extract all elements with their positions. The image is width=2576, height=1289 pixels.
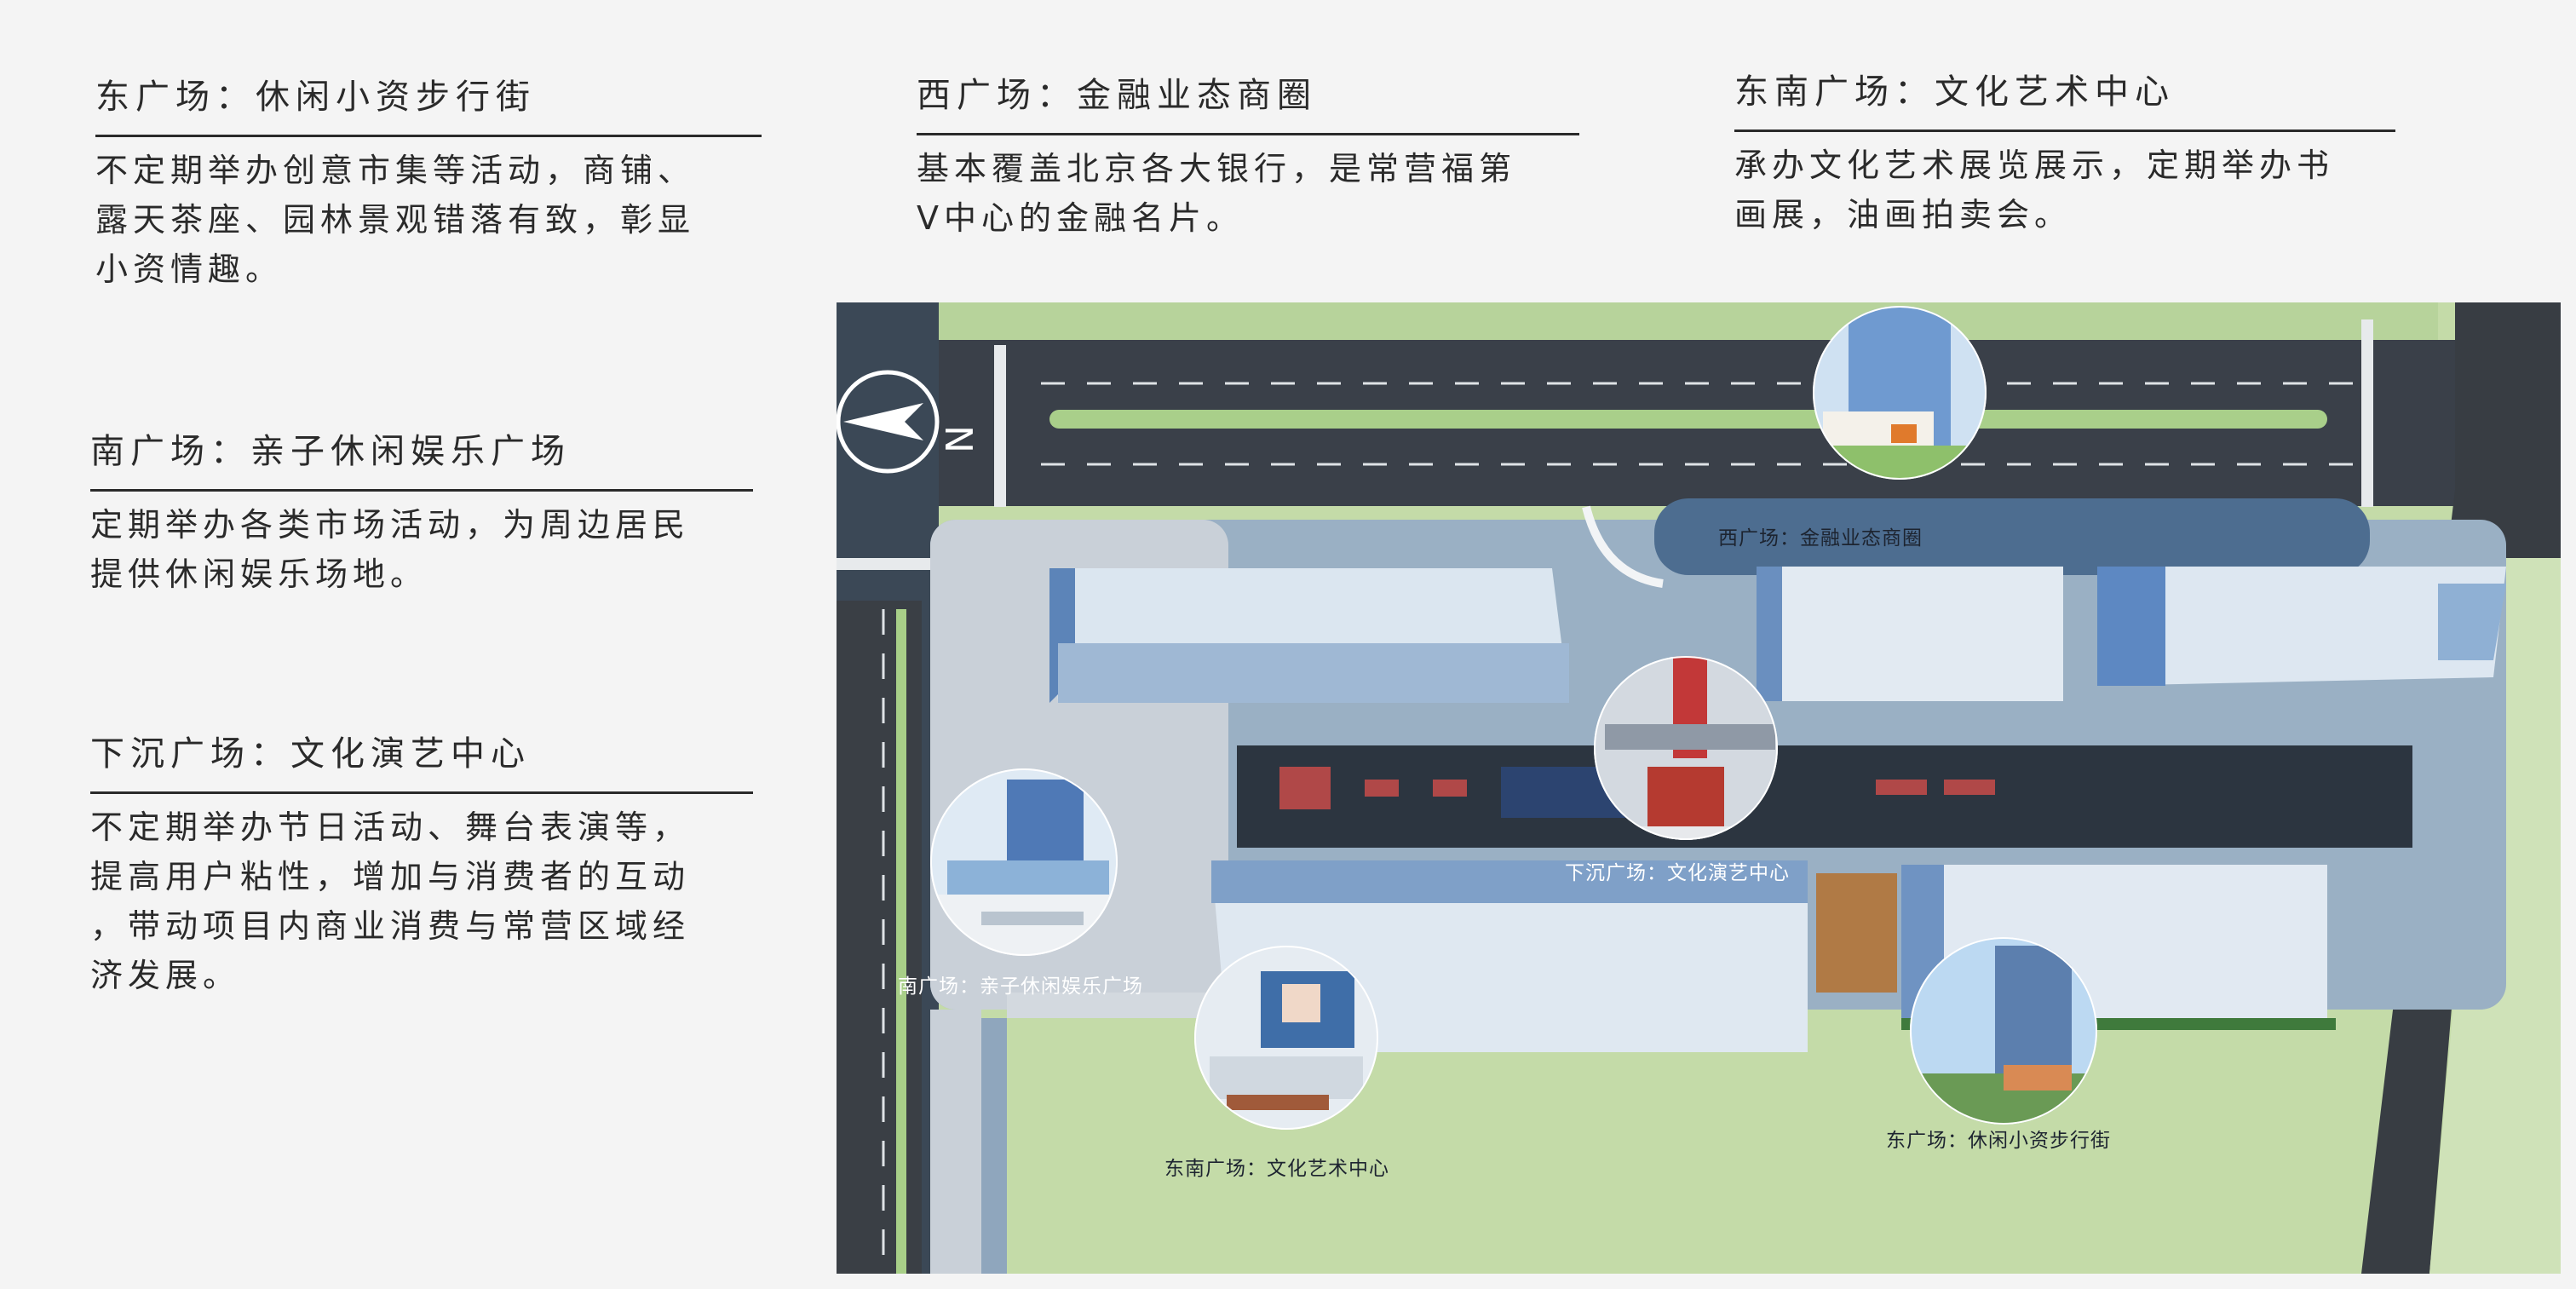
description-line: 小资情趣。 (95, 250, 284, 288)
divider (90, 791, 753, 794)
divider (90, 489, 753, 492)
divider (95, 135, 762, 137)
map-label-west: 西广场：金融业态商圈 (1718, 527, 1923, 550)
west-plaza-title: 西广场：金融业态商圈 (917, 76, 1317, 115)
description-line: ，带动项目内商业消费与常营区域经 (90, 907, 691, 945)
buildings (1049, 567, 2506, 1052)
southeast-plaza-description: 承办文化艺术展览展示，定期举办书 画展，油画拍卖会。 (1734, 141, 2395, 239)
divider (1734, 129, 2395, 132)
south-plaza-block: 南广场：亲子休闲娱乐广场 定期举办各类市场活动，为周边居民 提供休闲娱乐场地。 (90, 426, 753, 599)
map-label-east: 东广场：休闲小资步行街 (1886, 1130, 2111, 1152)
south-plaza-title: 南广场：亲子休闲娱乐广场 (90, 432, 571, 471)
description-line: 基本覆盖北京各大银行，是常营福第 (917, 150, 1517, 187)
description-line: V中心的金融名片。 (917, 199, 1244, 237)
description-line: 画展，油画拍卖会。 (1734, 196, 2073, 233)
east-plaza-title: 东广场：休闲小资步行街 (95, 78, 536, 117)
description-line: 露天茶座、园林景观错落有致，彰显 (95, 201, 696, 239)
east-plaza-photo (1910, 937, 2097, 1125)
description-line: 提供休闲娱乐场地。 (90, 555, 428, 593)
map-label-southeast: 东南广场：文化艺术中心 (1164, 1158, 1389, 1180)
map-label-sunken: 下沉广场：文化演艺中心 (1565, 862, 1790, 884)
south-plaza-description: 定期举办各类市场活动，为周边居民 提供休闲娱乐场地。 (90, 500, 753, 599)
description-line: 承办文化艺术展览展示，定期举办书 (1734, 147, 2335, 184)
site-plan-drawing: N (837, 302, 2561, 1274)
sunken-plaza-title: 下沉广场：文化演艺中心 (90, 734, 531, 774)
description-line: 定期举办各类市场活动，为周边居民 (90, 506, 691, 544)
sunken-plaza-block: 下沉广场：文化演艺中心 不定期举办节日活动、舞台表演等， 提高用户粘性，增加与消… (90, 728, 753, 1000)
grass-strip (939, 302, 2438, 340)
west-plaza-description: 基本覆盖北京各大银行，是常营福第 V中心的金融名片。 (917, 144, 1579, 243)
wood-deck (1816, 873, 1897, 993)
aerial-site-map: N (837, 302, 2561, 1274)
courtyard-seating (1279, 767, 1995, 809)
compass-icon: N (837, 370, 980, 474)
east-plaza-description: 不定期举办创意市集等活动，商铺、 露天茶座、园林景观错落有致，彰显 小资情趣。 (95, 146, 762, 294)
description-line: 济发展。 (90, 957, 241, 994)
compass-north-label: N (936, 425, 980, 453)
divider (917, 133, 1579, 135)
west-plaza-block: 西广场：金融业态商圈 基本覆盖北京各大银行，是常营福第 V中心的金融名片。 (917, 70, 1579, 243)
road-median (1049, 410, 2327, 429)
southeast-plaza-title: 东南广场：文化艺术中心 (1734, 72, 2175, 112)
east-plaza-block: 东广场：休闲小资步行街 不定期举办创意市集等活动，商铺、 露天茶座、园林景观错落… (95, 72, 762, 294)
sunken-plaza-photo (1594, 656, 1778, 840)
description-line: 不定期举办节日活动、舞台表演等， (90, 809, 691, 846)
vertical-road (837, 601, 922, 1274)
southeast-plaza-block: 东南广场：文化艺术中心 承办文化艺术展览展示，定期举办书 画展，油画拍卖会。 (1734, 66, 2395, 239)
sunken-courtyard (1237, 745, 2412, 848)
southeast-plaza-photo (1194, 946, 1378, 1130)
description-line: 提高用户粘性，增加与消费者的互动 (90, 858, 691, 895)
sunken-plaza-description: 不定期举办节日活动、舞台表演等， 提高用户粘性，增加与消费者的互动 ，带动项目内… (90, 803, 753, 1000)
west-plaza-area (1654, 498, 2370, 575)
description-line: 不定期举办创意市集等活动，商铺、 (95, 152, 696, 189)
map-label-south: 南广场：亲子休闲娱乐广场 (898, 975, 1143, 998)
